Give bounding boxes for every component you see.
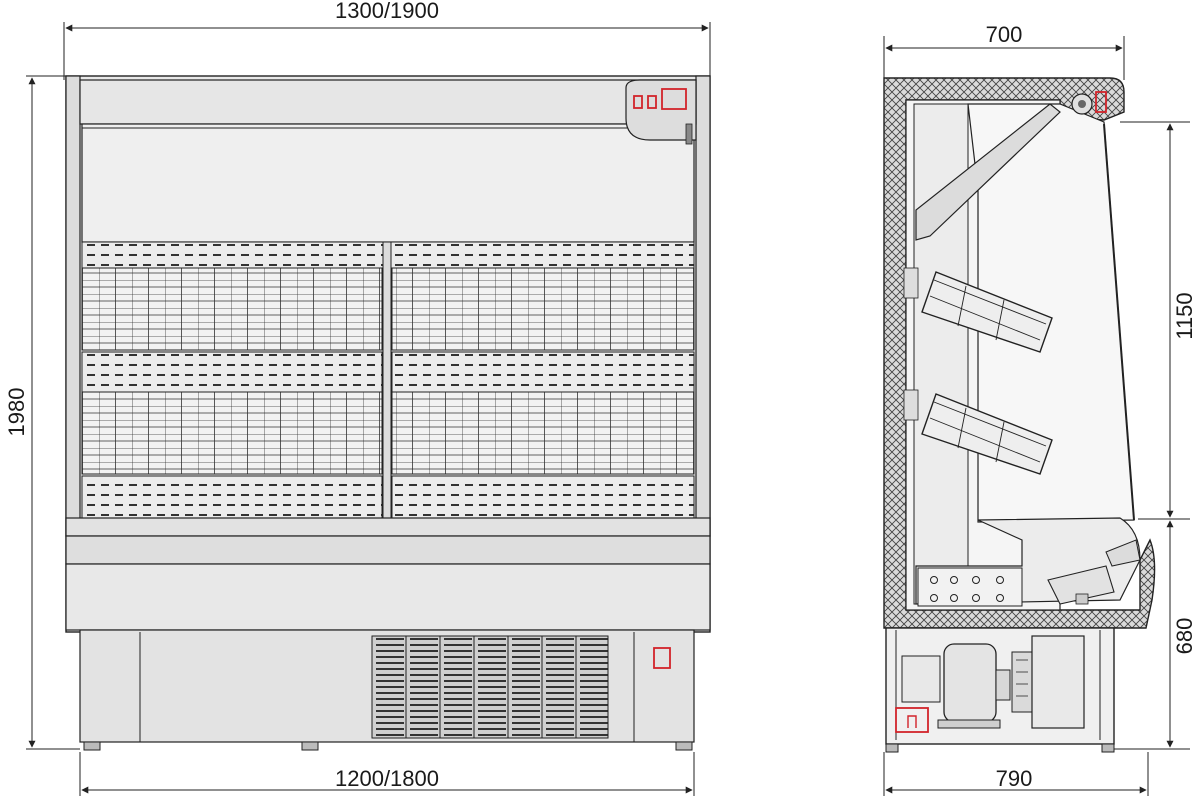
label-front-top-width: 1300/1900 (335, 0, 439, 23)
dim-side-display (1120, 121, 1190, 520)
light-panel (81, 123, 695, 243)
bumper-rail (65, 535, 711, 565)
front-view (26, 22, 711, 796)
lower-basket-left (81, 391, 383, 475)
dim-side-bottom (883, 752, 1149, 796)
shelf-upper (903, 267, 1053, 353)
label-side-top-depth: 700 (986, 22, 1023, 47)
service-marker (653, 647, 671, 669)
left-post (65, 75, 81, 537)
center-divider (382, 241, 392, 519)
dim-front-top (63, 22, 711, 80)
canopy-diffuser (915, 103, 1061, 241)
perforated-back-bottom-left (81, 475, 383, 519)
label-side-bottom-depth: 790 (996, 766, 1033, 791)
relay-box (901, 655, 941, 703)
side-foot-rear (885, 743, 899, 753)
side-view (883, 36, 1190, 796)
perforated-back-bottom-right (391, 475, 695, 519)
lower-basket-right (391, 391, 695, 475)
top-fan-unit (1071, 91, 1107, 115)
upper-basket-right (391, 267, 695, 351)
evaporator-holes (930, 576, 1004, 602)
control-unit (625, 79, 697, 145)
foot-left (83, 741, 101, 751)
front-air-curtain (1103, 123, 1135, 521)
right-post (695, 75, 711, 537)
front-fan (1047, 565, 1115, 605)
label-side-base-height: 680 (1172, 618, 1197, 655)
dim-front-bottom (79, 752, 695, 796)
foot-middle (301, 741, 319, 751)
condenser (1031, 635, 1085, 729)
compressor (937, 643, 1011, 729)
front-lip (65, 517, 711, 537)
dim-side-top (883, 36, 1125, 80)
side-service-marker (895, 707, 929, 733)
canopy (79, 79, 697, 125)
perforated-back-mid-left (81, 351, 383, 393)
dim-side-base (1110, 520, 1190, 750)
foot-right (675, 741, 693, 751)
perforated-back-mid-right (391, 351, 695, 393)
evaporator-panel (917, 567, 1023, 607)
side-foot-front (1101, 743, 1115, 753)
shelf-lower (903, 389, 1053, 475)
label-side-display-height: 1150 (1172, 292, 1197, 339)
front-panel (65, 563, 711, 631)
condenser-fan (1011, 651, 1033, 713)
ventilation-grille (371, 635, 609, 739)
label-front-bottom-width: 1200/1800 (335, 766, 439, 791)
upper-basket-left (81, 267, 383, 351)
label-front-height: 1980 (4, 388, 29, 437)
